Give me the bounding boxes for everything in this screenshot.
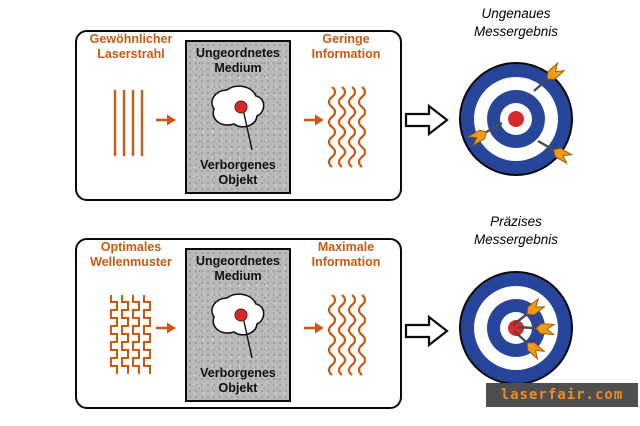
panel-bottom-left-label: Optimales Wellenmuster bbox=[90, 240, 172, 270]
arrow-right-icon bbox=[304, 114, 324, 126]
arrow-right-icon bbox=[156, 114, 176, 126]
red-dot-icon bbox=[234, 100, 248, 114]
panel-top: Gewöhnlicher Laserstrahl Ungeordnetes Me… bbox=[75, 30, 402, 201]
panel-bottom-right-label: Maximale Information bbox=[311, 240, 381, 270]
disordered-medium-box: Ungeordnetes Medium Verborgenes Objekt bbox=[185, 40, 291, 194]
hidden-object-label: Verborgenes Objekt bbox=[200, 157, 276, 187]
block-arrow-right-icon bbox=[404, 103, 449, 137]
hidden-object-label: Verborgenes Objekt bbox=[200, 365, 276, 395]
laser-beam-lines-icon bbox=[113, 90, 144, 156]
panel-top-left-label: Gewöhnlicher Laserstrahl bbox=[89, 32, 173, 62]
medium-label: Ungeordnetes Medium bbox=[195, 46, 281, 76]
result-title-bottom: Präzises Messergebnis bbox=[473, 214, 559, 247]
dartboard-scattered bbox=[459, 61, 573, 176]
wave-lines-icon bbox=[327, 294, 367, 376]
block-arrow-right-icon bbox=[404, 314, 449, 348]
hidden-object-blob bbox=[211, 293, 265, 359]
disordered-medium-box: Ungeordnetes Medium Verborgenes Objekt bbox=[185, 248, 291, 402]
panel-top-right-label: Geringe Information bbox=[311, 32, 381, 62]
red-dot-icon bbox=[234, 308, 248, 322]
medium-label: Ungeordnetes Medium bbox=[195, 254, 281, 284]
zigzag-lines-icon bbox=[110, 295, 151, 374]
bullseye-icon bbox=[508, 320, 524, 336]
wave-lines-icon bbox=[327, 86, 367, 168]
arrow-right-icon bbox=[156, 322, 176, 334]
dartboard-clustered bbox=[459, 271, 573, 385]
panel-bottom: Optimales Wellenmuster Ungeordnetes Medi… bbox=[75, 238, 402, 409]
watermark: laserfair.com bbox=[486, 383, 638, 407]
arrow-right-icon bbox=[304, 322, 324, 334]
bullseye-icon bbox=[508, 111, 524, 127]
hidden-object-blob bbox=[211, 85, 265, 151]
result-title-top: Ungenaues Messergebnis bbox=[473, 6, 559, 39]
